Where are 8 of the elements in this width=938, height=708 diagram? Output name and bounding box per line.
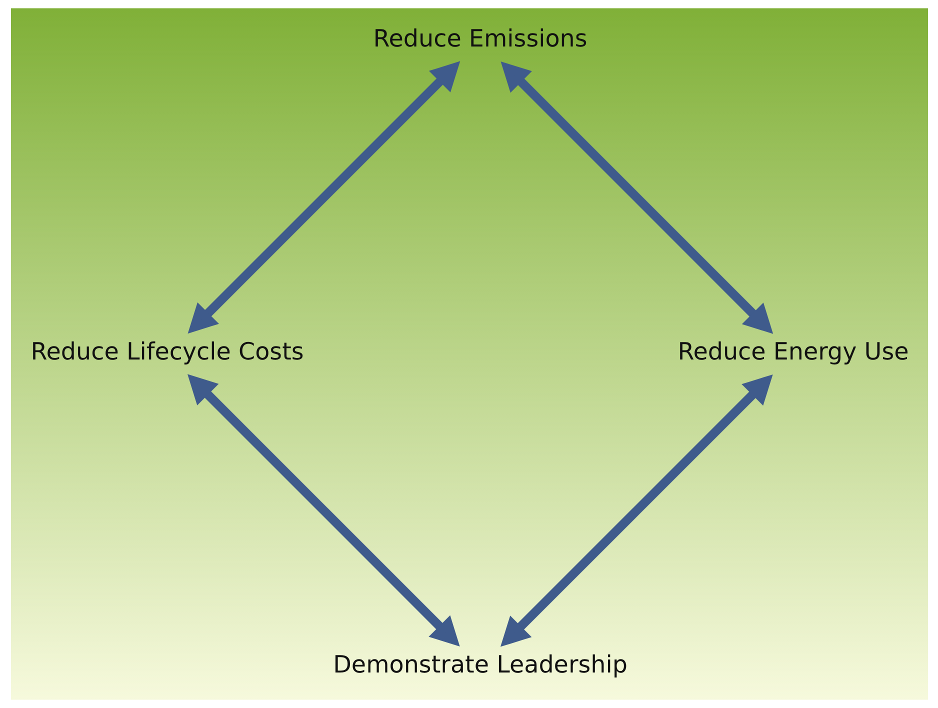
arrow — [500, 61, 773, 334]
node-text: Reduce Energy Use — [677, 338, 908, 366]
node-text: Reduce Lifecycle Costs — [30, 338, 304, 366]
arrow — [186, 374, 460, 647]
arrow — [187, 61, 460, 334]
arrow — [500, 374, 772, 647]
node-text: Reduce Emissions — [372, 24, 587, 53]
node-text: Demonstrate Leadership — [332, 650, 627, 679]
